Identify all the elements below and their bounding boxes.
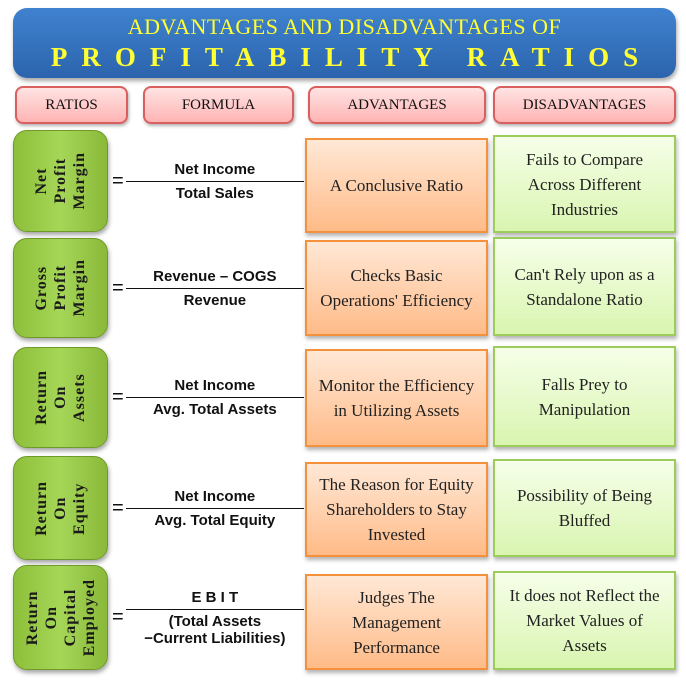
equals-sign: = [112,276,124,299]
ratio-label-box: Return On Capital Employed [13,565,108,670]
ratio-name: Gross Profit Margin [33,259,88,317]
fraction: Net Income Avg. Total Equity [125,488,304,529]
ratio-label-box: Return On Assets [13,347,108,448]
numerator: Net Income [125,161,304,182]
equals-sign: = [112,606,124,628]
denominator: Avg. Total Assets [153,401,277,418]
numerator: Revenue – COGS [125,268,304,289]
denominator: Revenue [183,291,247,309]
ratio-name: Return On Capital Employed [23,578,98,657]
disadvantage-text: Can't Rely upon as a Standalone Ratio [514,264,655,309]
ratio-label-box: Return On Equity [13,456,108,560]
disadvantage-box: Can't Rely upon as a Standalone Ratio [493,237,676,336]
formula: = Net Income Total Sales [112,130,304,232]
header-formula: FORMULA [143,86,294,124]
header-ratios: RATIOS [15,86,128,124]
disadvantage-text: It does not Reflect the Market Values of… [509,586,660,655]
ratio-name: Return On Equity [33,480,88,536]
title-line-2: PROFITABILITY RATIOS [50,42,653,72]
advantage-box: Checks Basic Operations' Efficiency [305,240,488,336]
title-banner: ADVANTAGES AND DISADVANTAGES OF PROFITAB… [13,8,676,78]
header-advantages: ADVANTAGES [308,86,486,124]
disadvantage-text: Falls Prey to Manipulation [538,374,631,419]
fraction: Net Income Avg. Total Assets [125,377,304,418]
disadvantage-box: Fails to Compare Across Different Indust… [493,135,676,233]
advantage-text: Judges The Management Performance [352,587,441,657]
advantage-text: Checks Basic Operations' Efficiency [320,266,473,310]
disadvantage-box: Falls Prey to Manipulation [493,346,676,447]
advantage-box: Judges The Management Performance [305,574,488,670]
numerator: Net Income [125,488,304,509]
numerator: E B I T [125,589,304,610]
disadvantage-text: Possibility of Being Bluffed [516,486,653,530]
formula: = Revenue – COGS Revenue [112,238,304,338]
advantage-box: The Reason for Equity Shareholders to St… [305,462,488,557]
title-line-1: ADVANTAGES AND DISADVANTAGES OF [127,14,562,39]
fraction: E B I T (Total Assets −Current Liabiliti… [125,589,304,647]
denominator: (Total Assets −Current Liabilities) [144,612,286,647]
fraction: Revenue – COGS Revenue [125,268,304,309]
equals-sign: = [112,386,124,408]
denominator: Total Sales [175,184,254,202]
disadvantage-text: Fails to Compare Across Different Indust… [525,149,644,219]
advantage-box: A Conclusive Ratio [305,138,488,233]
header-disadvantages: DISADVANTAGES [493,86,676,124]
denominator: Avg. Total Equity [154,511,276,529]
equals-sign: = [112,496,124,519]
formula: = Net Income Avg. Total Assets [112,347,304,448]
disadvantage-box: It does not Reflect the Market Values of… [493,571,676,670]
fraction: Net Income Total Sales [125,161,304,202]
ratio-name: Return On Assets [33,370,88,425]
ratio-label-box: Gross Profit Margin [13,238,108,338]
formula: = E B I T (Total Assets −Current Liabili… [112,565,304,670]
advantage-text: A Conclusive Ratio [329,176,464,195]
disadvantage-box: Possibility of Being Bluffed [493,459,676,557]
ratio-name: Net Profit Margin [33,152,88,210]
advantage-text: Monitor the Efficiency in Utilizing Asse… [318,376,475,420]
advantage-box: Monitor the Efficiency in Utilizing Asse… [305,349,488,447]
equals-sign: = [112,169,124,192]
numerator: Net Income [125,377,304,398]
formula: = Net Income Avg. Total Equity [112,456,304,560]
ratio-label-box: Net Profit Margin [13,130,108,232]
advantage-text: The Reason for Equity Shareholders to St… [319,475,474,544]
